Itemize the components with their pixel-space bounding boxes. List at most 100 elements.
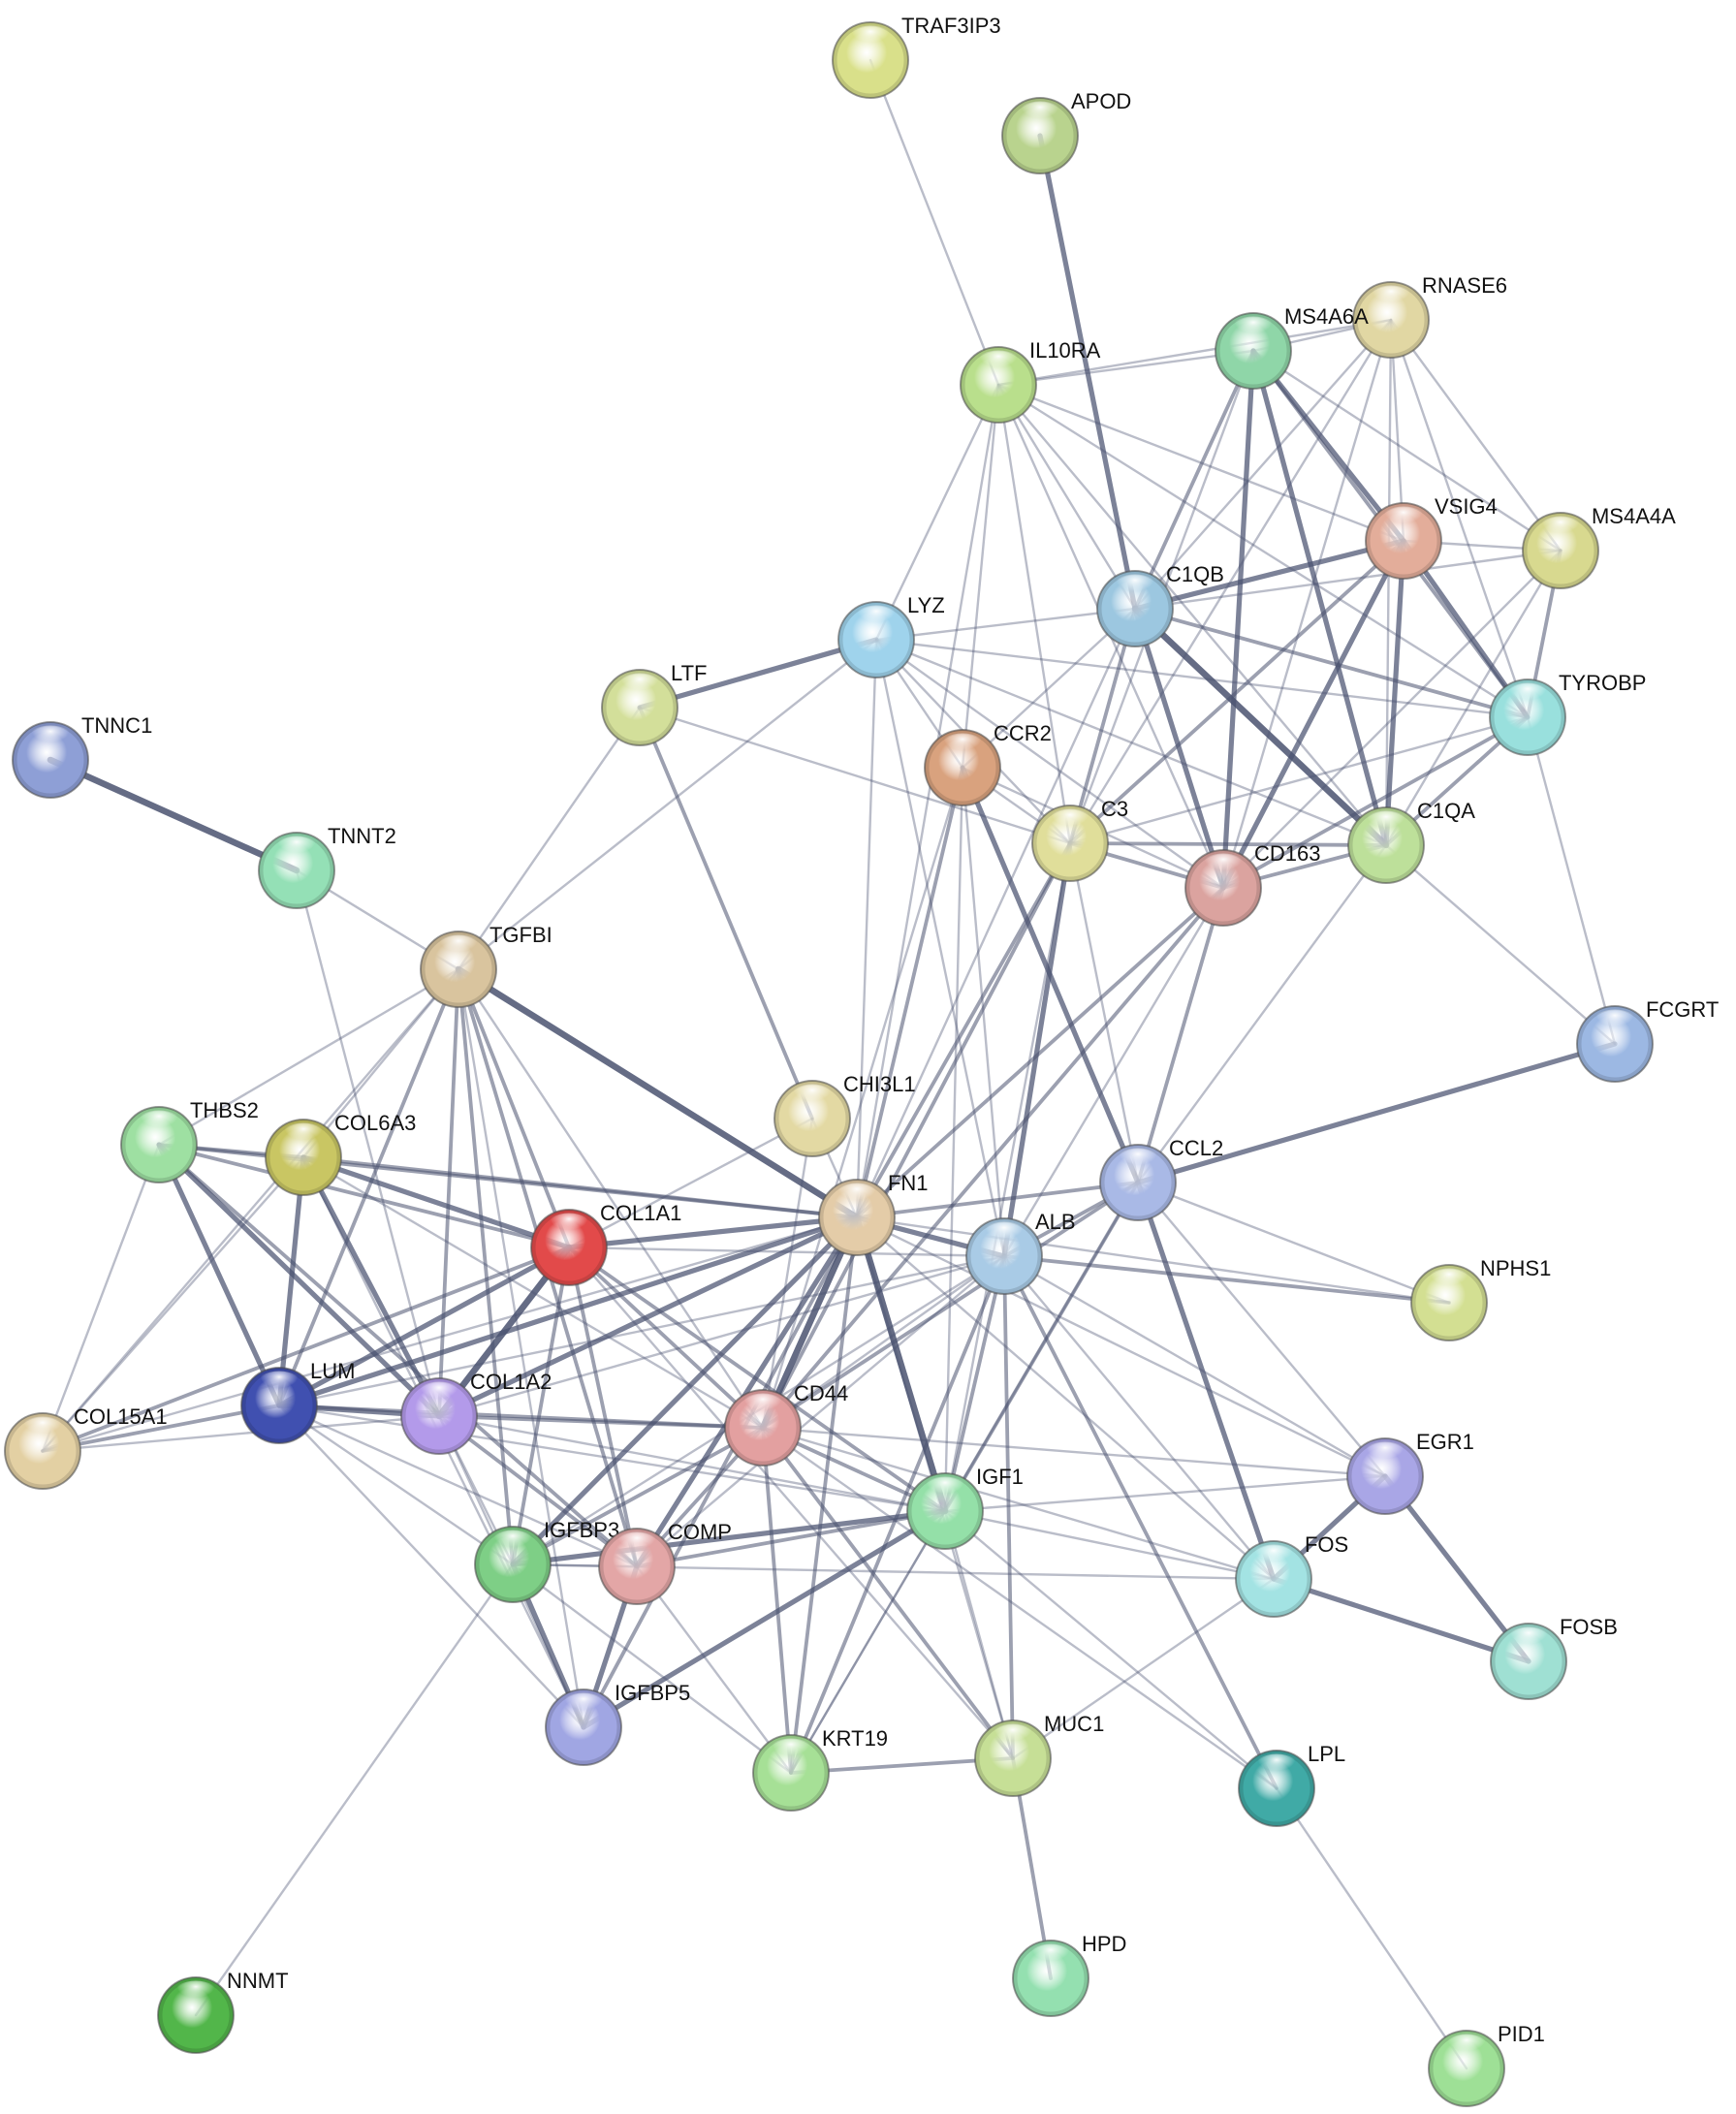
- node-ltf[interactable]: LTF: [601, 661, 707, 746]
- node-rnase6[interactable]: RNASE6: [1352, 273, 1507, 359]
- edge-tnnt2-col1a2: [295, 868, 441, 1418]
- edge-c3-fn1: [855, 841, 1072, 1219]
- node-shade: [965, 1217, 1043, 1295]
- node-lum[interactable]: LUM: [240, 1359, 355, 1444]
- edge-vsig4-c1qb: [1132, 538, 1406, 612]
- edge-vsig4-cd163: [1220, 538, 1406, 891]
- node-apod[interactable]: APOD: [1001, 89, 1131, 174]
- edge-egr1-igf1: [943, 1474, 1387, 1513]
- edge-ms4a4a-cd163: [1221, 549, 1562, 890]
- node-col6a3[interactable]: COL6A3: [265, 1111, 416, 1196]
- node-fos[interactable]: FOS: [1235, 1532, 1348, 1618]
- edge-lum-col15a1: [41, 1404, 281, 1453]
- node-col1a1[interactable]: COL1A1: [530, 1201, 681, 1286]
- node-egr1[interactable]: EGR1: [1346, 1430, 1474, 1515]
- node-shade: [265, 1119, 342, 1196]
- edge-alb-nphs1: [1002, 1254, 1451, 1305]
- node-shade: [1099, 1144, 1177, 1221]
- edge-lyz-ltf: [637, 637, 879, 710]
- node-label-fcgrt: FCGRT: [1646, 997, 1719, 1022]
- edge-thbs2-lum: [156, 1142, 282, 1408]
- edge-fos-fosb: [1271, 1576, 1531, 1664]
- node-ccr2[interactable]: CCR2: [924, 721, 1052, 806]
- node-shade: [1001, 97, 1079, 174]
- node-cd163[interactable]: CD163: [1184, 841, 1320, 927]
- node-label-lyz: LYZ: [907, 593, 945, 617]
- node-pid1[interactable]: PID1: [1428, 2022, 1545, 2107]
- node-glare: [1425, 1268, 1473, 1296]
- node-shade: [906, 1472, 984, 1550]
- node-tnnt2[interactable]: TNNT2: [258, 824, 396, 909]
- node-krt19[interactable]: KRT19: [752, 1726, 888, 1812]
- node-tnnc1[interactable]: TNNC1: [12, 713, 152, 799]
- node-label-tnnc1: TNNC1: [81, 713, 152, 738]
- edge-ccl2-egr1: [1136, 1181, 1387, 1478]
- edge-col1a1-comp: [567, 1246, 639, 1568]
- node-shade: [1235, 1540, 1312, 1618]
- edge-c3-ccl2: [1068, 841, 1140, 1184]
- node-shade: [1031, 805, 1109, 882]
- node-igfbp5[interactable]: IGFBP5: [545, 1681, 690, 1766]
- node-glare: [1114, 1148, 1162, 1176]
- node-cd44[interactable]: CD44: [724, 1381, 848, 1467]
- node-glare: [613, 1531, 661, 1560]
- node-c1qa[interactable]: C1QA: [1347, 799, 1475, 884]
- node-shade: [258, 832, 335, 909]
- edge-rnase6-tyrobp: [1389, 318, 1530, 719]
- edge-rnase6-ms4a4a: [1389, 318, 1562, 552]
- node-tyrobp[interactable]: TYROBP: [1489, 671, 1646, 756]
- edge-il10ra-c3: [996, 383, 1072, 845]
- node-label-pid1: PID1: [1498, 2022, 1545, 2046]
- node-glare: [739, 1393, 787, 1421]
- node-lyz[interactable]: LYZ: [837, 593, 945, 678]
- node-muc1[interactable]: MUC1: [974, 1712, 1104, 1797]
- node-ms4a6a[interactable]: MS4A6A: [1215, 304, 1369, 390]
- edge-igf1-comp: [635, 1509, 947, 1568]
- node-hpd[interactable]: HPD: [1012, 1932, 1126, 2017]
- node-fosb[interactable]: FOSB: [1490, 1615, 1618, 1700]
- node-c1qb[interactable]: C1QB: [1096, 562, 1224, 647]
- node-tgfbi[interactable]: TGFBI: [420, 923, 552, 1008]
- edge-cd44-lpl: [761, 1426, 1278, 1790]
- node-label-c1qb: C1QB: [1166, 562, 1224, 586]
- edge-alb-egr1: [1002, 1254, 1387, 1478]
- edge-cd44-muc1: [761, 1426, 1015, 1760]
- node-ccl2[interactable]: CCL2: [1099, 1136, 1223, 1221]
- edge-ms4a6a-c1qa: [1250, 348, 1389, 848]
- node-igfbp3[interactable]: IGFBP3: [474, 1518, 619, 1603]
- node-il10ra[interactable]: IL10RA: [960, 338, 1101, 424]
- node-alb[interactable]: ALB: [965, 1210, 1076, 1295]
- edge-alb-lpl: [1002, 1254, 1278, 1790]
- node-comp[interactable]: COMP: [598, 1520, 732, 1605]
- node-fcgrt[interactable]: FCGRT: [1576, 997, 1719, 1083]
- node-label-apod: APOD: [1071, 89, 1131, 113]
- node-glare: [26, 725, 75, 753]
- node-glare: [1229, 316, 1278, 344]
- node-fn1[interactable]: FN1: [818, 1171, 929, 1256]
- node-lpl[interactable]: LPL: [1238, 1742, 1345, 1827]
- node-chi3l1[interactable]: CHI3L1: [773, 1072, 916, 1157]
- edge-tgfbi-cd44: [457, 967, 765, 1430]
- edge-fn1-igf1: [853, 1214, 949, 1515]
- node-shade: [1428, 2030, 1505, 2107]
- edge-alb-lum: [277, 1254, 1006, 1407]
- node-c3[interactable]: C3: [1031, 797, 1128, 882]
- node-vsig4[interactable]: VSIG4: [1365, 494, 1498, 580]
- node-ms4a4a[interactable]: MS4A4A: [1522, 504, 1676, 589]
- node-shade: [752, 1734, 830, 1812]
- edge-tyrobp-c3: [1068, 715, 1530, 845]
- edge-igf1-igfbp5: [581, 1508, 948, 1730]
- edge-fn1-col1a2: [436, 1215, 860, 1419]
- node-traf3ip3[interactable]: TRAF3IP3: [832, 14, 1001, 99]
- node-igf1[interactable]: IGF1: [906, 1465, 1024, 1550]
- node-thbs2[interactable]: THBS2: [120, 1098, 259, 1183]
- edge-thbs2-col15a1: [41, 1143, 161, 1453]
- node-col15a1[interactable]: COL15A1: [4, 1404, 168, 1490]
- edge-lyz-tgfbi: [457, 638, 878, 971]
- node-nnmt[interactable]: NNMT: [157, 1969, 289, 2054]
- node-nphs1[interactable]: NPHS1: [1410, 1256, 1551, 1341]
- edge-ccl2-fn1: [855, 1181, 1140, 1219]
- node-col1a2[interactable]: COL1A2: [400, 1370, 552, 1455]
- node-glare: [1536, 516, 1585, 544]
- edge-c3-alb: [1001, 840, 1073, 1259]
